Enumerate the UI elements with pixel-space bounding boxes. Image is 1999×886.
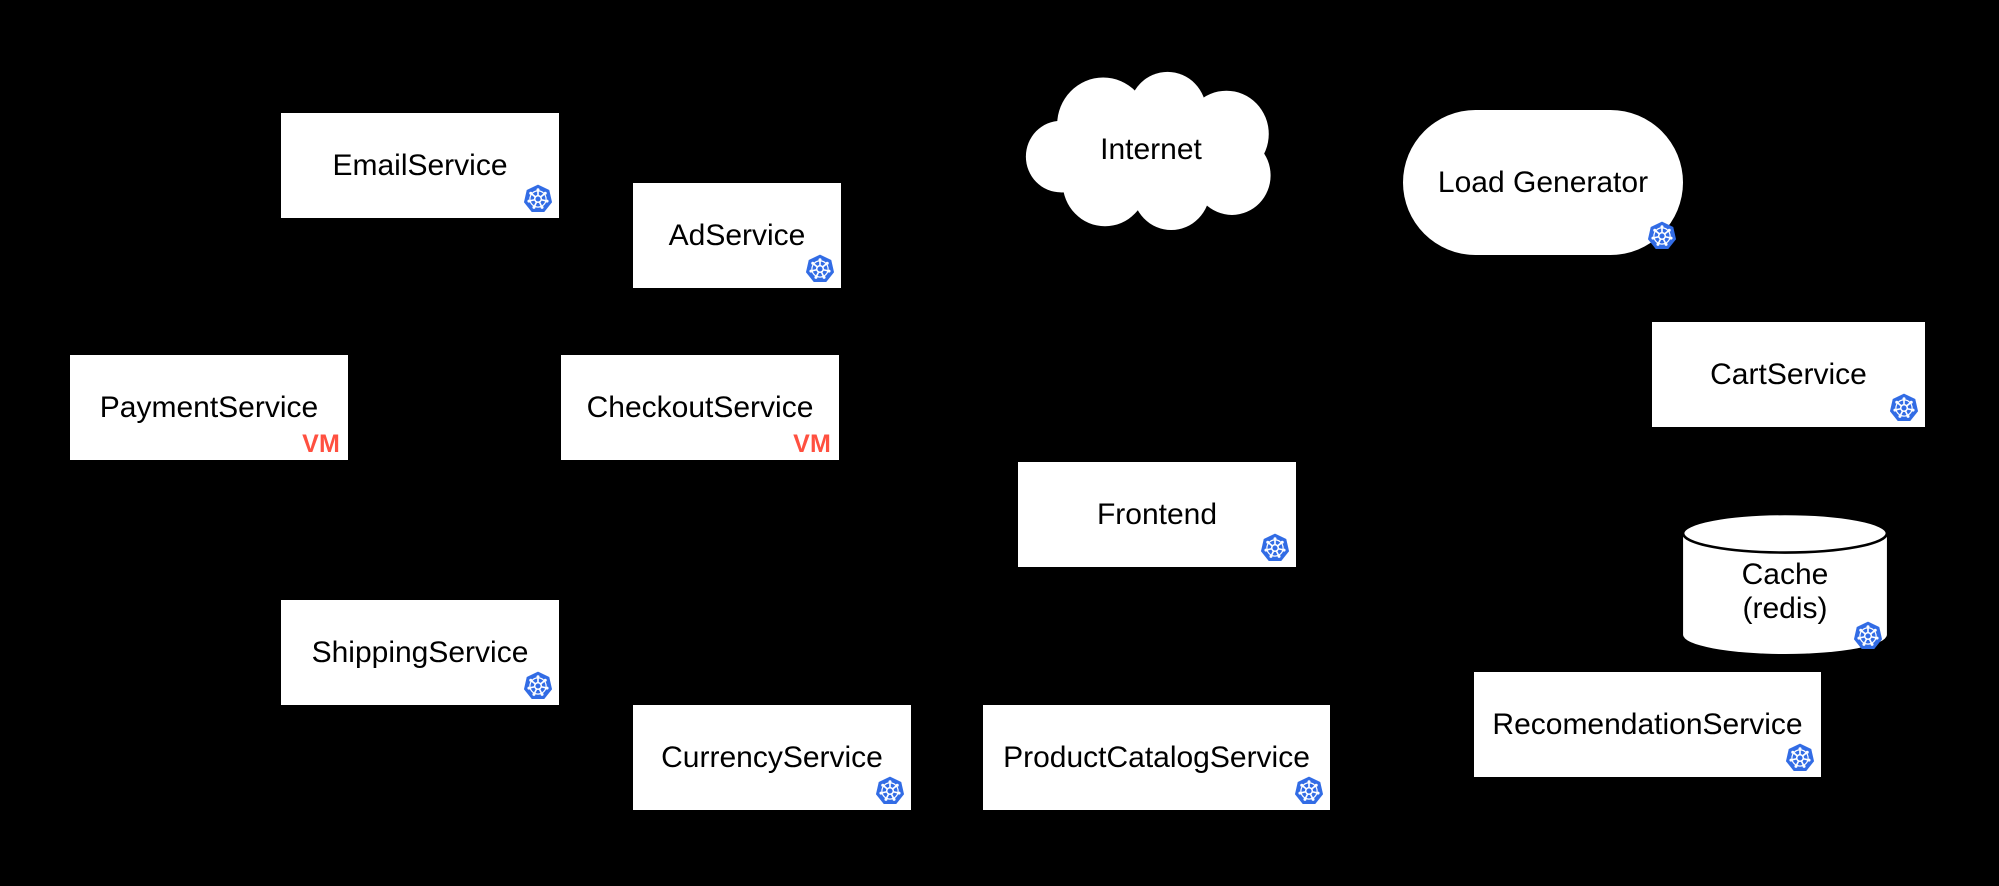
node-product-catalog-service[interactable]: ProductCatalogService xyxy=(983,705,1330,810)
kubernetes-icon xyxy=(805,254,835,284)
kubernetes-icon xyxy=(1647,221,1677,251)
node-currency-service[interactable]: CurrencyService xyxy=(633,705,911,810)
node-label: Load Generator xyxy=(1437,165,1649,199)
node-label: CheckoutService xyxy=(586,390,814,424)
node-label: ProductCatalogService xyxy=(1003,740,1310,774)
vm-badge: VM xyxy=(793,430,831,458)
kubernetes-icon xyxy=(1889,393,1919,423)
kubernetes-icon xyxy=(1294,776,1324,806)
node-shipping-service[interactable]: ShippingService xyxy=(281,600,559,705)
node-cart-service[interactable]: CartService xyxy=(1652,322,1925,427)
node-label: Frontend xyxy=(1096,497,1218,531)
node-email-service[interactable]: EmailService xyxy=(281,113,559,218)
node-label: CurrencyService xyxy=(661,740,883,774)
kubernetes-icon xyxy=(875,776,905,806)
node-internet[interactable]: Internet xyxy=(1013,70,1289,230)
kubernetes-icon xyxy=(1260,533,1290,563)
node-label: ShippingService xyxy=(311,635,529,669)
kubernetes-icon xyxy=(523,671,553,701)
node-frontend[interactable]: Frontend xyxy=(1018,462,1296,567)
node-label: RecomendationService xyxy=(1492,707,1803,741)
node-label: PaymentService xyxy=(99,390,319,424)
node-ad-service[interactable]: AdService xyxy=(633,183,841,288)
node-label: EmailService xyxy=(332,148,508,182)
kubernetes-icon xyxy=(1785,743,1815,773)
node-label: Cache (redis) xyxy=(1741,557,1829,626)
node-label: AdService xyxy=(668,218,806,252)
node-label: Internet xyxy=(1100,133,1202,166)
kubernetes-icon xyxy=(523,184,553,214)
node-recomendation-service[interactable]: RecomendationService xyxy=(1474,672,1821,777)
vm-badge: VM xyxy=(302,430,340,458)
node-load-generator[interactable]: Load Generator xyxy=(1403,110,1683,255)
node-cache-redis[interactable]: Cache (redis) xyxy=(1681,513,1889,655)
node-label: CartService xyxy=(1710,357,1867,391)
